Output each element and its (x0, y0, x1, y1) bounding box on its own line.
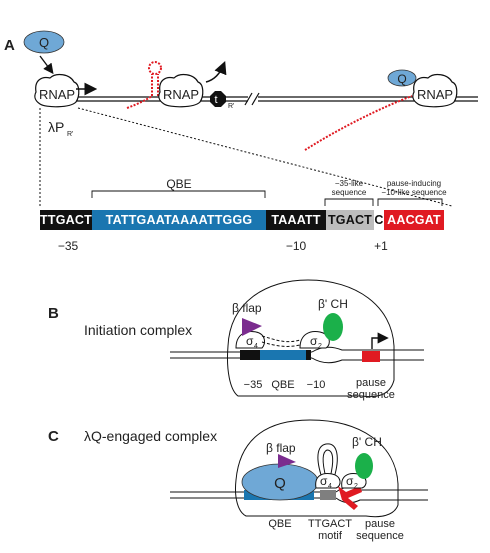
panel-b-qbe-box (260, 350, 306, 360)
panel-c-label-qbe: QBE (268, 518, 291, 530)
panel-c-sigma4-shape (315, 473, 341, 489)
panel-c-pause-2: sequence (356, 530, 404, 542)
panel-b-pause-1: pause (356, 377, 386, 389)
seq-pause-element: AACGAT (384, 210, 444, 230)
rnap-1-label: RNAP (39, 87, 75, 102)
panel-b-label: B (48, 305, 59, 322)
panel-b-pause-2: sequence (347, 389, 395, 401)
rna-hairpin-stem (151, 74, 159, 96)
panel-b-label-qbe: QBE (271, 379, 294, 391)
seq-spacer: C (374, 210, 384, 230)
position-m35: −35 (58, 239, 79, 253)
rnap-2-shape (158, 73, 204, 108)
panel-c-ttgact-2: motif (318, 530, 343, 542)
panel-b-pause-box (362, 351, 380, 362)
panel-a-dna (40, 92, 478, 106)
panel-b-sigma4: σ (246, 334, 254, 348)
rnap-1-shape (34, 73, 80, 108)
position-m10: −10 (286, 239, 307, 253)
promoter-sequence: TTGACT TATTGAATAAAATTGGG TAAATT TGACT C … (40, 210, 444, 230)
seq-m35-like: TGACT (326, 210, 374, 230)
terminator-sub: R' (228, 103, 234, 110)
m35-bracket (324, 198, 374, 206)
seq-m10-element: TAAATT (266, 210, 326, 230)
panel-b-tss-arrow (371, 332, 389, 349)
q-protein-ellipse (23, 30, 65, 54)
position-p1: +1 (374, 239, 388, 253)
panel-b-sigma4-sub: 4 (254, 343, 258, 350)
qbe-bracket-label: QBE (166, 177, 191, 191)
panel-c-rna-loop-inner (322, 449, 334, 479)
panel-b-label-m10: −10 (307, 379, 326, 391)
q-on-rnap-ellipse (387, 69, 417, 87)
pause-bracket-label-1: pause-inducing (387, 179, 441, 188)
panel-c-ttgact-1: TTGACT (308, 518, 352, 530)
panel-c-sigma2-sub: 2 (354, 483, 358, 490)
panel-c-rna-loop-outer (317, 443, 338, 479)
break-mark-2 (251, 92, 260, 106)
panel-c-q-label: Q (274, 475, 286, 492)
panel-b-sigma2-sub: 2 (318, 343, 322, 350)
rna-hairpin-loop (148, 61, 162, 75)
panel-a-label: A (4, 37, 15, 54)
q-protein-label: Q (39, 35, 49, 50)
terminator-label: t (214, 94, 217, 106)
rnap-3-label: RNAP (417, 87, 453, 102)
pause-bracket (377, 198, 443, 206)
rna-transcript-1 (126, 95, 153, 109)
panel-b-m10-box (306, 350, 311, 360)
panel-c-pause-shape (338, 486, 362, 510)
rna-transcript-antiterminated (304, 95, 413, 151)
panel-b-beta-flap-icon (242, 318, 262, 336)
q-arrow (39, 55, 54, 75)
promoter-sub: R' (67, 131, 73, 138)
panel-c-rnap-outline (235, 419, 399, 518)
seq-qbe: TATTGAATAAAATTGGG (92, 210, 266, 230)
panel-c-ttgact-box (320, 490, 336, 500)
panel-c-title: λQ-engaged complex (84, 428, 217, 444)
panel-c-sigma4-sub: 4 (328, 483, 332, 490)
panel-b-beta-prime-ch-icon (323, 313, 343, 341)
panel-b-title: Initiation complex (84, 322, 192, 338)
panel-b-beta-prime-ch: β' CH (318, 297, 348, 311)
panel-b-sigma2-shape (299, 331, 330, 349)
zoom-line-right (77, 107, 453, 207)
m35-bracket-label-2: sequence (332, 188, 367, 197)
seq-m35-element: TTGACT (40, 210, 92, 230)
panel-c-label: C (48, 428, 59, 445)
panel-b-m35-box (240, 350, 260, 360)
panel-b-sigma-linker-2 (261, 341, 301, 347)
panel-c-sigma2: σ (346, 474, 354, 488)
panel-c-beta-prime-ch: β' CH (352, 435, 382, 449)
panel-b-sigma4-shape (235, 331, 265, 349)
termination-release-arrow (205, 61, 227, 83)
panel-b-beta-flap: β flap (232, 301, 262, 315)
panel-c-beta-prime-ch-icon (355, 453, 373, 479)
break-mark-1 (244, 92, 253, 106)
q-on-rnap-label: Q (397, 72, 406, 86)
panel-b-sigma-linker-1 (261, 335, 301, 343)
m35-bracket-label-1: −35-like (335, 179, 364, 188)
pause-bracket-label-2: −10-like sequence (381, 188, 447, 197)
panel-b-rnap-outline (227, 279, 395, 398)
panel-b-sigma2: σ (310, 334, 318, 348)
panel-c-sigma4: σ (320, 474, 328, 488)
rnap-3-shape (412, 73, 458, 108)
qbe-bracket (91, 190, 266, 198)
panel-c-beta-flap-icon (278, 454, 296, 468)
terminator-icon (210, 91, 226, 107)
panel-b-label-m35: −35 (244, 379, 263, 391)
panel-c-beta-flap: β flap (266, 441, 296, 455)
panel-c-pause-1: pause (365, 518, 395, 530)
promoter-label: λP (48, 119, 64, 135)
rnap-2-label: RNAP (163, 87, 199, 102)
